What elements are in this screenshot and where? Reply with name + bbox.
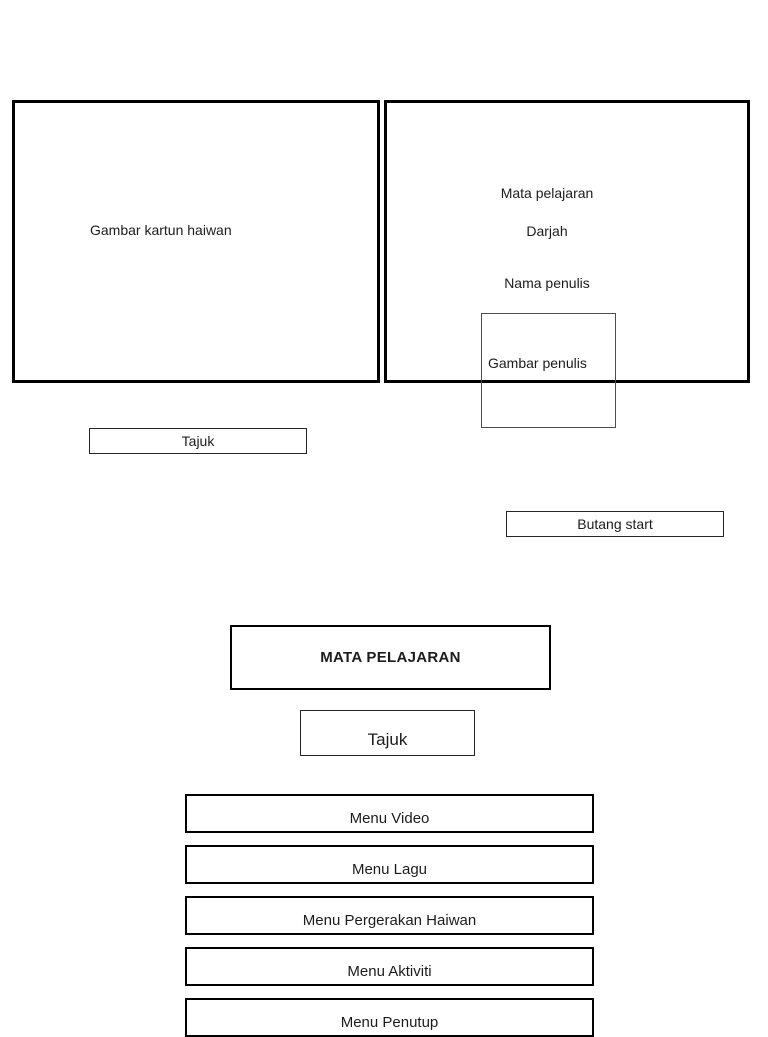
- author-name-label: Nama penulis: [504, 275, 590, 291]
- menu-item-lagu: Menu Lagu: [185, 845, 594, 884]
- menu-item-aktiviti-label: Menu Aktiviti: [347, 962, 432, 980]
- menu-item-aktiviti: Menu Aktiviti: [185, 947, 594, 986]
- menu-title-label: Tajuk: [367, 729, 408, 749]
- title-label: Tajuk: [181, 433, 215, 449]
- menu-item-pergerakan-haiwan: Menu Pergerakan Haiwan: [185, 896, 594, 935]
- menu-item-video: Menu Video: [185, 794, 594, 833]
- lesson-info-box: Mata pelajaran Darjah Nama penulis: [384, 100, 750, 383]
- author-image-placeholder-box: Gambar penulis: [481, 313, 616, 428]
- menu-item-penutup-label: Menu Penutup: [340, 1013, 439, 1031]
- menu-title-placeholder-box: Tajuk: [300, 710, 475, 756]
- start-button-placeholder-box: Butang start: [506, 511, 724, 537]
- grade-label: Darjah: [526, 223, 568, 239]
- menu-item-lagu-label: Menu Lagu: [351, 860, 428, 878]
- menu-item-video-label: Menu Video: [349, 809, 430, 827]
- animal-cartoon-image-label: Gambar kartun haiwan: [90, 222, 232, 238]
- title-placeholder-box: Tajuk: [89, 428, 307, 454]
- menu-item-pergerakan-haiwan-label: Menu Pergerakan Haiwan: [302, 911, 477, 929]
- subject-header-box: MATA PELAJARAN: [230, 625, 551, 690]
- author-image-label: Gambar penulis: [488, 355, 587, 371]
- start-button-label: Butang start: [577, 516, 653, 532]
- animal-cartoon-image-placeholder-box: Gambar kartun haiwan: [12, 100, 380, 383]
- subject-header-label: MATA PELAJARAN: [320, 649, 461, 666]
- subject-label: Mata pelajaran: [500, 185, 594, 201]
- menu-item-penutup: Menu Penutup: [185, 998, 594, 1037]
